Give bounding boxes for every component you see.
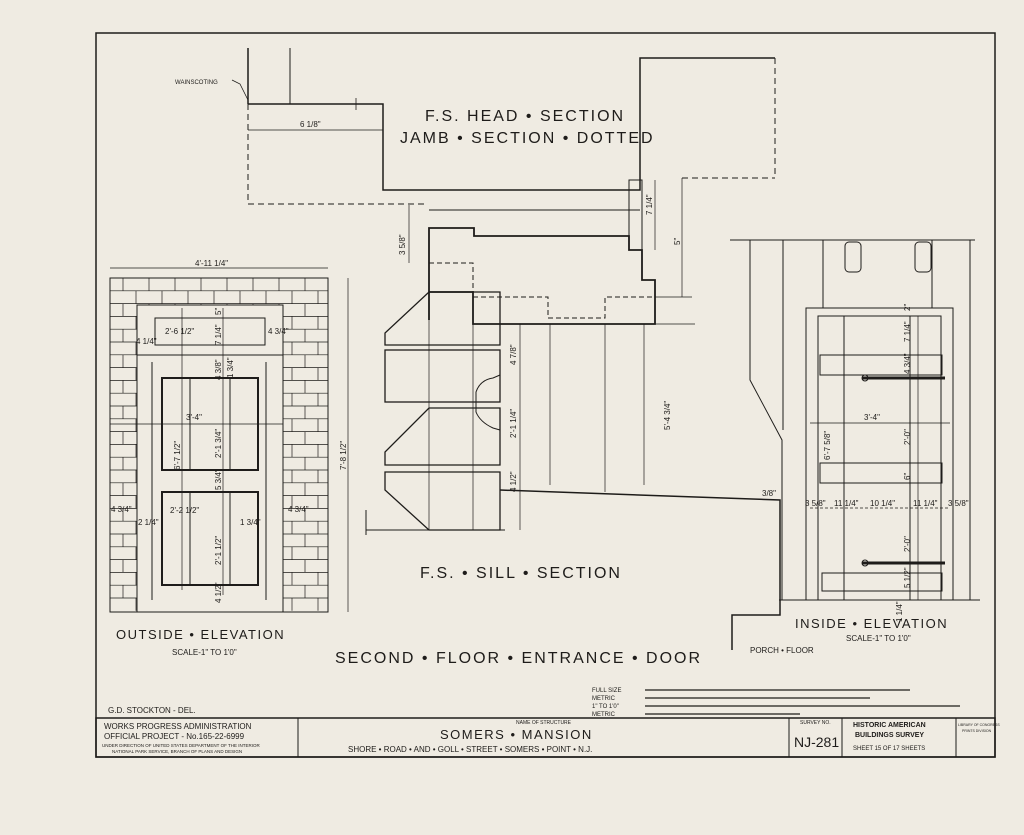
dim-label: 5'-4 3/4" xyxy=(663,401,672,430)
dim-label: 2'-1 1/2" xyxy=(214,536,223,565)
scale-label: METRIC xyxy=(592,712,616,718)
dim-label: 2'-2 1/2" xyxy=(170,506,199,515)
porch-floor-label: PORCH • FLOOR xyxy=(750,646,814,655)
dim-label: 2'-1 1/4" xyxy=(509,409,518,438)
dim-label: 2'-1 3/4" xyxy=(214,429,223,458)
sill-section-title: F.S. • SILL • SECTION xyxy=(420,565,622,582)
dim-label: 2'-0" xyxy=(903,429,912,445)
dim-label: 7 1/4" xyxy=(903,321,912,342)
dim-label: 3 5/8" xyxy=(805,499,826,508)
dim-label: 1 3/4" xyxy=(226,357,235,378)
dim-label: 4 1/2" xyxy=(509,471,518,492)
structure-name: SOMERS • MANSION xyxy=(440,727,593,742)
dim-label: 3/8" xyxy=(762,489,776,498)
dim-label: 5" xyxy=(673,238,682,245)
dim-label: 1 1/4" xyxy=(895,601,904,622)
sheet-title: SECOND • FLOOR • ENTRANCE • DOOR xyxy=(335,650,702,667)
scale-label: FULL SIZE xyxy=(592,688,621,694)
dim-label: 1 3/4" xyxy=(240,518,261,527)
wainscoting-leader xyxy=(231,79,249,101)
dim-label: 6'-7 5/8" xyxy=(823,431,832,460)
dim-label: 4 3/4" xyxy=(903,353,912,374)
sheet-info: SHEET 15 OF 17 SHEETS xyxy=(853,746,925,752)
agency-line3: UNDER DIRECTION OF UNITED STATES DEPARTM… xyxy=(102,743,261,748)
habs-line2: BUILDINGS SURVEY xyxy=(855,732,924,739)
survey-no: NJ-281 xyxy=(794,734,839,750)
scale-label: 1" TO 1'0" xyxy=(592,704,619,710)
dim-label: 4 3/4" xyxy=(288,505,309,514)
dim-label: 7'-8 1/2" xyxy=(339,441,348,470)
dim-label: 6'-7 1/2" xyxy=(173,441,182,470)
dim-label: 4 3/4" xyxy=(268,327,289,336)
dim-label: 5 3/4" xyxy=(214,469,223,490)
dim-label: 4 7/8" xyxy=(509,344,518,365)
dim-label: 5 1/2" xyxy=(903,567,912,588)
dim-label: 2" xyxy=(903,304,912,311)
dim-label: 6 1/8" xyxy=(300,120,321,129)
dim-label: 2'-0" xyxy=(903,536,912,552)
library-note-2: PRINTS DIVISION xyxy=(962,729,992,733)
inside-elevation-scale: SCALE-1" TO 1'0" xyxy=(846,634,911,643)
dim-label: 4 1/2" xyxy=(214,582,223,603)
inside-elevation xyxy=(730,239,980,601)
dim-label: 11 1/4" xyxy=(834,499,859,508)
head-section-title: F.S. HEAD • SECTION xyxy=(425,108,625,125)
dim-label: 3 5/8" xyxy=(948,499,969,508)
dim-label: 7 1/4" xyxy=(645,194,654,215)
dim-label: 3 5/8" xyxy=(398,234,407,255)
delineator: G.D. STOCKTON - DEL. xyxy=(108,706,196,715)
outside-elevation xyxy=(109,267,349,613)
scale-label: METRIC xyxy=(592,696,616,702)
dim-label: 6" xyxy=(903,473,912,480)
name-of-structure-label: NAME OF STRUCTURE xyxy=(516,720,572,726)
inside-elevation-title: INSIDE • ELEVATION xyxy=(795,616,948,631)
sill-section xyxy=(365,291,781,650)
dim-label: 11 1/4" xyxy=(913,499,938,508)
agency-line2: OFFICIAL PROJECT - No.165-22-6999 xyxy=(104,732,245,741)
title-block xyxy=(95,717,996,758)
habs-line1: HISTORIC AMERICAN xyxy=(853,722,926,729)
scale-bars: FULL SIZE METRIC 1" TO 1'0" METRIC xyxy=(592,688,960,718)
dim-label: 3'-4" xyxy=(864,413,880,422)
structure-address: SHORE • ROAD • AND • GOLL • STREET • SOM… xyxy=(348,745,592,754)
dim-label: 3'-4" xyxy=(186,413,202,422)
library-note: LIBRARY OF CONGRESS xyxy=(958,723,1000,727)
outside-elevation-scale: SCALE-1" TO 1'0" xyxy=(172,648,237,657)
dim-label: 5" xyxy=(214,308,223,315)
dim-label: 10 1/4" xyxy=(870,499,895,508)
dim-label: 4'-11 1/4" xyxy=(195,259,228,268)
dim-label: 2'-6 1/2" xyxy=(165,327,194,336)
jamb-section-subtitle: JAMB • SECTION • DOTTED xyxy=(400,130,655,147)
dim-label: 7 1/4" xyxy=(214,324,223,345)
dim-label: 4 3/4" xyxy=(111,505,132,514)
agency-line4: NATIONAL PARK SERVICE, BRANCH OF PLANS A… xyxy=(112,749,242,754)
survey-no-label: SURVEY NO. xyxy=(800,720,831,726)
dim-label: 2 1/4" xyxy=(138,518,159,527)
outside-elevation-title: OUTSIDE • ELEVATION xyxy=(116,627,285,642)
agency-line1: WORKS PROGRESS ADMINISTRATION xyxy=(104,722,252,731)
dim-label: 4 3/8" xyxy=(214,359,223,380)
head-section xyxy=(247,48,776,325)
dim-label: 4 1/4" xyxy=(136,337,157,346)
wainscoting-label: WAINSCOTING xyxy=(175,80,218,86)
